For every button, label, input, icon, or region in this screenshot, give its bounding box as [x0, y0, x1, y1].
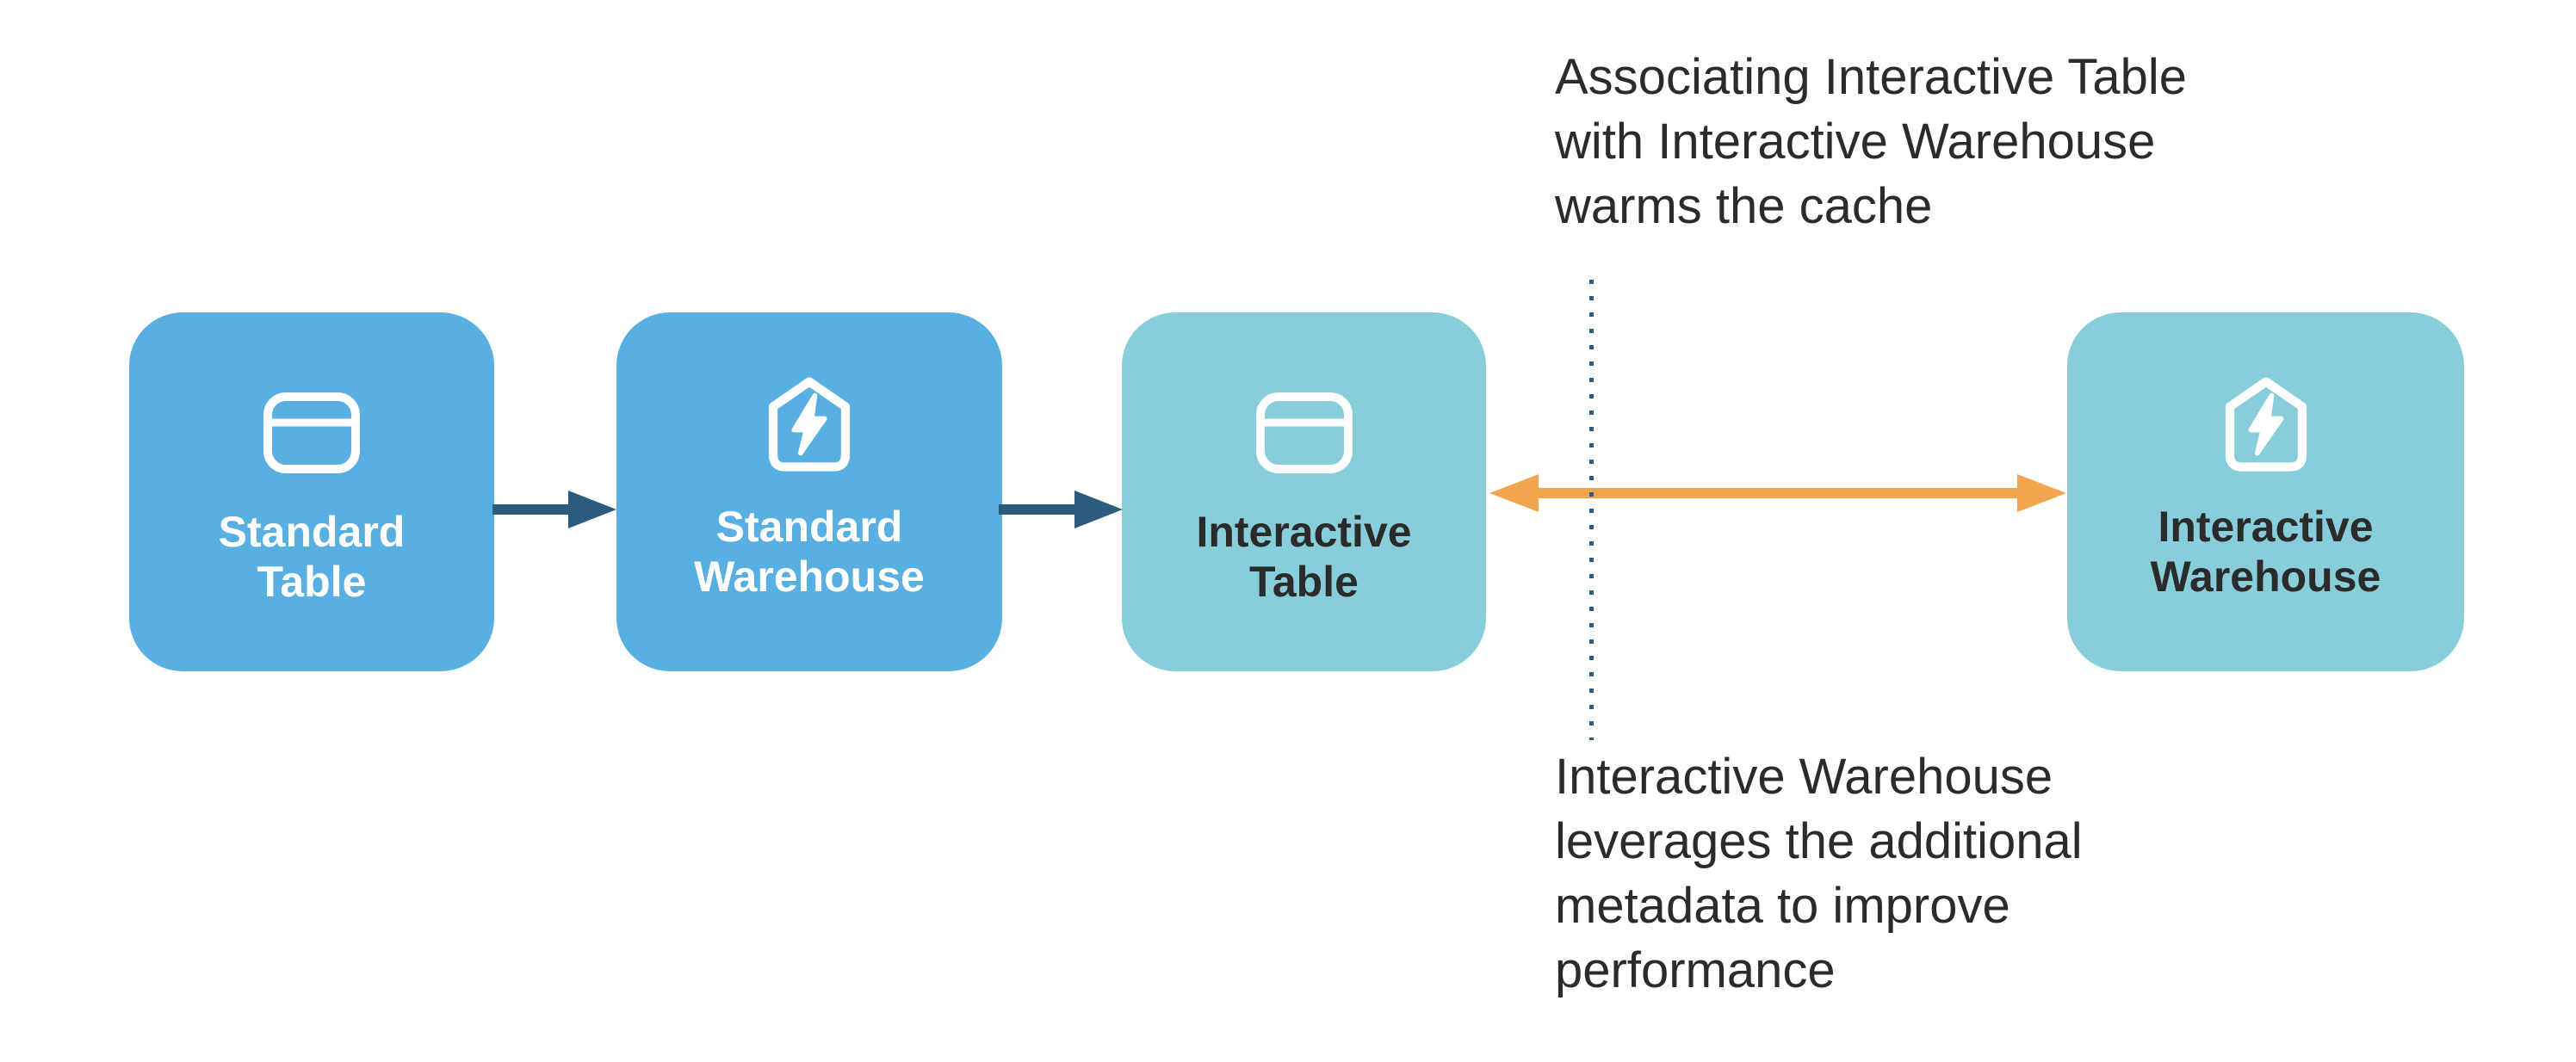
annotation-line: Associating Interactive Table [1555, 49, 2188, 105]
dotted-separator-line [1589, 280, 1594, 740]
node-label-line: Table [1249, 558, 1359, 606]
node-label: Standard Warehouse [694, 502, 925, 602]
node-standard-warehouse: Standard Warehouse [616, 312, 1002, 671]
flow-arrow-right-icon [492, 482, 618, 537]
node-label-line: Warehouse [694, 553, 925, 601]
node-label-line: Table [257, 558, 367, 606]
warehouse-icon [761, 374, 858, 474]
annotation-warms-cache: Associating Interactive Table with Inter… [1555, 45, 2187, 238]
annotation-line: leverages the additional [1555, 813, 2083, 869]
annotation-line: with Interactive Warehouse [1555, 114, 2156, 170]
node-interactive-warehouse: Interactive Warehouse [2067, 312, 2464, 671]
table-icon [1252, 390, 1357, 476]
node-label-line: Interactive [1196, 508, 1412, 556]
warehouse-icon [2218, 374, 2314, 474]
annotation-metadata-performance: Interactive Warehouse leverages the addi… [1555, 744, 2083, 1003]
node-label-line: Standard [715, 503, 903, 551]
node-interactive-table: Interactive Table [1122, 312, 1486, 671]
node-label-line: Interactive [2158, 503, 2374, 551]
table-icon [259, 390, 364, 476]
annotation-line: Interactive Warehouse [1555, 749, 2053, 805]
node-label: Interactive Table [1196, 507, 1411, 607]
node-label-line: Standard [218, 508, 406, 556]
annotation-line: warms the cache [1555, 178, 1933, 234]
node-label: Interactive Warehouse [2151, 502, 2381, 602]
double-arrow-icon [1487, 466, 2069, 521]
annotation-line: metadata to improve [1555, 878, 2010, 934]
annotation-line: performance [1555, 942, 1836, 998]
node-label: Standard Table [219, 507, 406, 607]
node-label-line: Warehouse [2150, 553, 2381, 601]
node-standard-table: Standard Table [129, 312, 494, 671]
flow-arrow-right-icon [999, 482, 1124, 537]
